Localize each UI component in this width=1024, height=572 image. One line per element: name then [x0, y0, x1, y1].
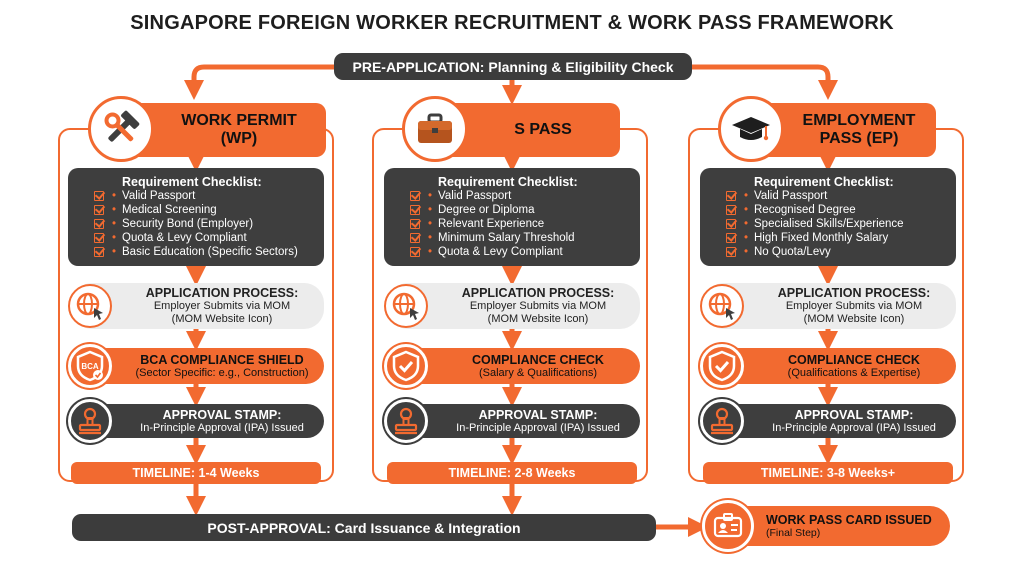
application-line1: Employer Submits via MOM	[785, 300, 923, 312]
work-permit-checklist: Requirement Checklist: •Valid Passport •…	[68, 168, 324, 266]
work-permit-header-line1: WORK PERMIT	[181, 112, 297, 129]
checklist-item: •Quota & Levy Compliant	[94, 231, 316, 245]
pre-application-banner: PRE-APPLICATION: Planning & Eligibility …	[334, 53, 692, 80]
s-pass-approval-step: APPROVAL STAMP: In-Principle Approval (I…	[384, 399, 640, 443]
checklist-item: •High Fixed Monthly Salary	[726, 231, 948, 245]
application-title: APPLICATION PROCESS:	[145, 286, 299, 300]
work-permit-application-step: APPLICATION PROCESS: Employer Submits vi…	[68, 283, 324, 329]
final-step-banner: WORK PASS CARD ISSUED (Final Step)	[702, 500, 950, 552]
arrow-pre-to-wp	[184, 64, 334, 100]
checkbox-icon	[726, 247, 736, 257]
final-step-title: WORK PASS CARD ISSUED	[766, 513, 932, 527]
final-step-subtitle: (Final Step)	[766, 527, 821, 539]
checklist-item: •Degree or Diploma	[410, 203, 632, 217]
checkbox-icon	[726, 191, 736, 201]
checkbox-icon	[94, 233, 104, 243]
employment-pass-checklist: Requirement Checklist: •Valid Passport •…	[700, 168, 956, 266]
compliance-subtitle: (Salary & Qualifications)	[479, 366, 597, 379]
tools-icon	[88, 96, 154, 162]
application-title: APPLICATION PROCESS:	[461, 286, 615, 300]
approval-title: APPROVAL STAMP:	[162, 407, 282, 422]
work-permit-compliance-step: BCA BCA COMPLIANCE SHIELD (Sector Specif…	[68, 344, 324, 388]
work-permit-header-line2: (WP)	[220, 130, 258, 147]
checklist-item: •Medical Screening	[94, 203, 316, 217]
page-title: SINGAPORE FOREIGN WORKER RECRUITMENT & W…	[130, 12, 894, 34]
s-pass-header-line1: S PASS	[514, 121, 572, 138]
globe-cursor-icon	[700, 284, 744, 328]
arrow-pre-to-ep	[692, 64, 838, 100]
s-pass-compliance-step: COMPLIANCE CHECK (Salary & Qualification…	[384, 344, 640, 388]
shield-check-icon	[700, 344, 744, 388]
id-card-icon	[702, 500, 754, 552]
checkbox-icon	[94, 191, 104, 201]
approval-title: APPROVAL STAMP:	[794, 407, 914, 422]
checklist-item: •Basic Education (Specific Sectors)	[94, 245, 316, 259]
shield-check-icon	[384, 344, 428, 388]
globe-cursor-icon	[384, 284, 428, 328]
bca-shield-icon: BCA	[68, 344, 112, 388]
checklist-item: •Specialised Skills/Experience	[726, 217, 948, 231]
compliance-subtitle: (Qualifications & Expertise)	[787, 366, 921, 379]
approval-subtitle: In-Principle Approval (IPA) Issued	[140, 421, 304, 434]
checklist-item: •Minimum Salary Threshold	[410, 231, 632, 245]
application-title: APPLICATION PROCESS:	[777, 286, 931, 300]
application-line2: (MOM Website Icon)	[487, 313, 589, 325]
stamp-icon	[700, 399, 744, 443]
s-pass-application-step: APPLICATION PROCESS: Employer Submits vi…	[384, 283, 640, 329]
employment-pass-application-step: APPLICATION PROCESS: Employer Submits vi…	[700, 283, 956, 329]
employment-pass-compliance-step: COMPLIANCE CHECK (Qualifications & Exper…	[700, 344, 956, 388]
compliance-title: BCA COMPLIANCE SHIELD	[140, 352, 304, 367]
compliance-title: COMPLIANCE CHECK	[472, 352, 604, 367]
checkbox-icon	[410, 205, 420, 215]
compliance-title: COMPLIANCE CHECK	[788, 352, 920, 367]
checkbox-icon	[726, 219, 736, 229]
checkbox-icon	[726, 233, 736, 243]
stamp-icon	[384, 399, 428, 443]
compliance-subtitle: (Sector Specific: e.g., Construction)	[135, 366, 309, 379]
s-pass-timeline: TIMELINE: 2-8 Weeks	[387, 462, 637, 484]
checklist-item: •Valid Passport	[726, 189, 948, 203]
employment-pass-timeline: TIMELINE: 3-8 Weeks+	[703, 462, 953, 484]
checklist-title: Requirement Checklist:	[754, 175, 894, 189]
checkbox-icon	[410, 247, 420, 257]
checklist-item: •No Quota/Levy	[726, 245, 948, 259]
checkbox-icon	[410, 233, 420, 243]
post-approval-banner: POST-APPROVAL: Card Issuance & Integrati…	[72, 514, 656, 541]
checkbox-icon	[410, 191, 420, 201]
checklist-item: •Relevant Experience	[410, 217, 632, 231]
checklist-title: Requirement Checklist:	[122, 175, 262, 189]
application-line1: Employer Submits via MOM	[469, 300, 607, 312]
employment-pass-approval-step: APPROVAL STAMP: In-Principle Approval (I…	[700, 399, 956, 443]
work-permit-timeline: TIMELINE: 1-4 Weeks	[71, 462, 321, 484]
briefcase-icon	[402, 96, 468, 162]
checklist-item: •Valid Passport	[94, 189, 316, 203]
checklist-item: •Quota & Levy Compliant	[410, 245, 632, 259]
svg-text:BCA: BCA	[81, 362, 99, 371]
stamp-icon	[68, 399, 112, 443]
checkbox-icon	[94, 219, 104, 229]
approval-title: APPROVAL STAMP:	[478, 407, 598, 422]
globe-cursor-icon	[68, 284, 112, 328]
graduation-cap-icon	[718, 96, 784, 162]
application-line2: (MOM Website Icon)	[171, 313, 273, 325]
application-line2: (MOM Website Icon)	[803, 313, 905, 325]
checklist-item: •Security Bond (Employer)	[94, 217, 316, 231]
checklist-title: Requirement Checklist:	[438, 175, 578, 189]
work-permit-approval-step: APPROVAL STAMP: In-Principle Approval (I…	[68, 399, 324, 443]
checklist-item: •Valid Passport	[410, 189, 632, 203]
checkbox-icon	[726, 205, 736, 215]
approval-subtitle: In-Principle Approval (IPA) Issued	[772, 421, 936, 434]
employment-pass-header-line2: PASS (EP)	[819, 130, 899, 147]
checkbox-icon	[94, 205, 104, 215]
checkbox-icon	[94, 247, 104, 257]
approval-subtitle: In-Principle Approval (IPA) Issued	[456, 421, 620, 434]
checkbox-icon	[410, 219, 420, 229]
checklist-item: •Recognised Degree	[726, 203, 948, 217]
s-pass-checklist: Requirement Checklist: •Valid Passport •…	[384, 168, 640, 266]
employment-pass-header-line1: EMPLOYMENT	[802, 112, 916, 129]
application-line1: Employer Submits via MOM	[153, 300, 291, 312]
